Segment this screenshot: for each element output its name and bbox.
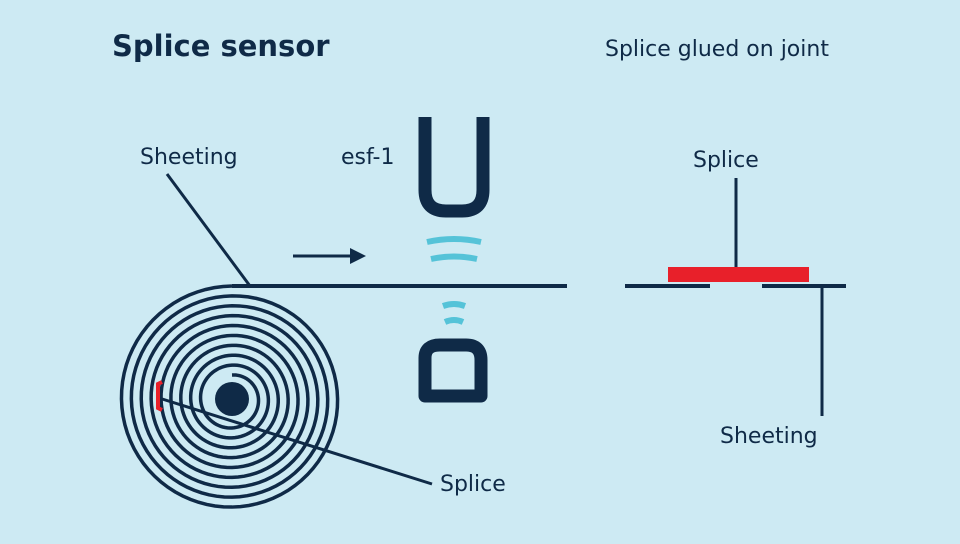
joint-diagram-title: Splice glued on joint	[605, 37, 829, 62]
splice-label-right: Splice	[693, 148, 759, 173]
sheeting-leader-line	[165, 173, 252, 287]
splice-label-left: Splice	[440, 472, 506, 497]
sheeting-label-left: Sheeting	[140, 145, 238, 170]
signal-waves-icon	[426, 236, 482, 325]
splice-mark-roll	[156, 380, 163, 412]
sensor-label: esf-1	[341, 145, 394, 170]
splice-tape	[668, 267, 809, 282]
sensor-upper-head	[418, 117, 490, 218]
diagram-title: Splice sensor	[112, 29, 330, 63]
sensor-lower-head	[418, 338, 488, 403]
direction-arrow-icon	[293, 248, 366, 264]
roll-core	[215, 382, 249, 416]
sheeting-roll	[119, 284, 340, 509]
sheeting-label-right: Sheeting	[720, 424, 818, 449]
